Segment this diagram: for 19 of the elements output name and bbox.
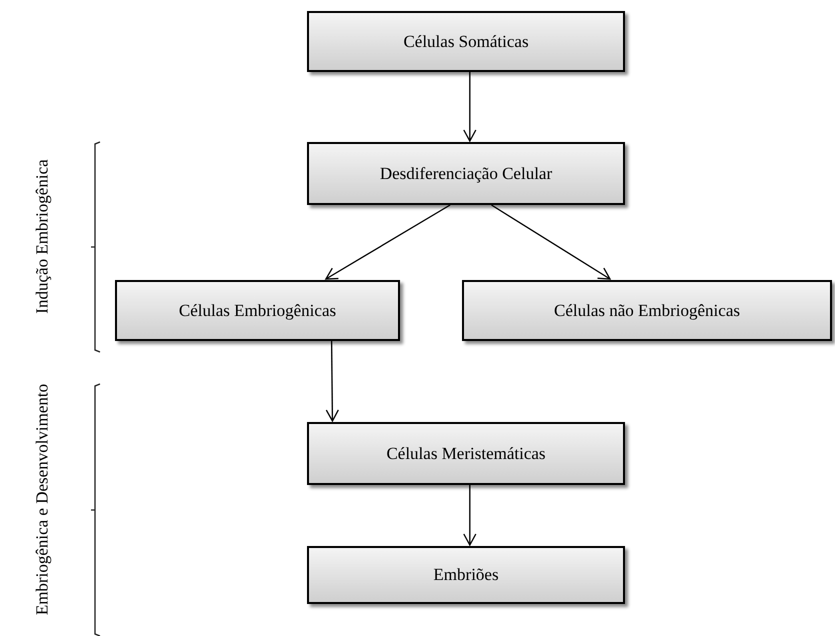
process-box	[115, 280, 400, 341]
box-label: Embriões	[433, 564, 499, 586]
process-box	[307, 422, 625, 485]
process-box	[307, 142, 625, 205]
process-box	[462, 280, 832, 341]
box-label: Desdiferenciação Celular	[380, 162, 552, 184]
arrow	[463, 72, 476, 142]
arrow	[491, 204, 611, 280]
box-label: Células não Embriogênicas	[554, 300, 740, 322]
arrow	[326, 341, 339, 422]
phase-label: Indução Embriogênica	[32, 158, 52, 316]
arrow	[325, 204, 450, 280]
process-box	[307, 11, 625, 72]
phase-label: Embriogênica e Desenvolvimento	[32, 382, 52, 618]
box-label: Células Meristemáticas	[386, 442, 546, 464]
box-label: Células Embriogênicas	[178, 300, 336, 322]
box-label: Células Somáticas	[403, 30, 529, 52]
arrow	[463, 485, 476, 546]
process-box	[307, 546, 625, 604]
